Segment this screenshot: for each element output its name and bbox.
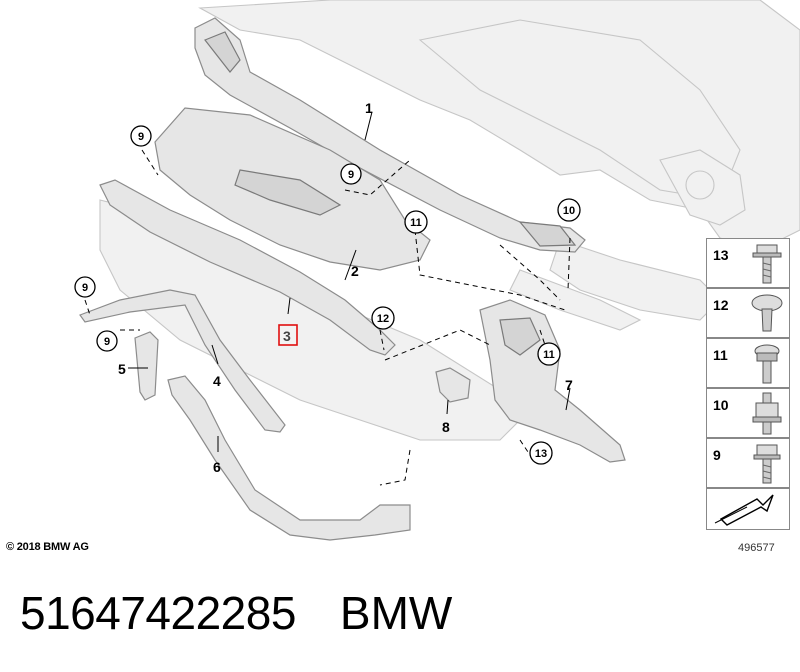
- drawing-number: 496577: [738, 542, 775, 554]
- fastener-legend-panel: 13 12 11 10 9: [706, 238, 792, 538]
- callout-part-3: 3: [283, 328, 291, 344]
- callout-part-6: 6: [213, 459, 221, 475]
- part-3-carrier-strip: [99, 179, 396, 356]
- hex-nut-stud-icon: [752, 392, 782, 435]
- part-6-lower-strut: [167, 375, 411, 541]
- part-8-small-bracket: [435, 367, 471, 403]
- highlight-box-part-3: [278, 324, 298, 346]
- svg-text:9: 9: [104, 336, 110, 348]
- svg-text:11: 11: [410, 217, 422, 229]
- svg-text:12: 12: [377, 313, 389, 325]
- hex-flange-bolt-icon: [752, 244, 782, 284]
- callout-circle-9-d: 9: [96, 330, 118, 352]
- callout-circle-13: 13: [529, 441, 553, 465]
- svg-text:13: 13: [535, 448, 547, 460]
- fastener-label: 10: [713, 397, 729, 413]
- fastener-label: 13: [713, 247, 729, 263]
- leader-lines: [128, 111, 571, 452]
- part-number: 51647422285: [20, 587, 296, 639]
- fastener-cell-10: 10: [706, 388, 790, 438]
- svg-text:9: 9: [138, 131, 144, 143]
- hex-bolt-icon: [753, 444, 781, 484]
- fastener-cell-12: 12: [706, 288, 790, 338]
- callout-part-1: 1: [365, 100, 373, 116]
- callout-part-7: 7: [565, 377, 573, 393]
- copyright-text: © 2018 BMW AG: [6, 541, 89, 553]
- callout-circle-10: 10: [557, 198, 581, 222]
- fastener-cell-9: 9: [706, 438, 790, 488]
- part-5-bracket: [134, 331, 159, 401]
- fastener-cell-11: 11: [706, 338, 790, 388]
- callout-circle-11-a: 11: [404, 210, 428, 234]
- callout-circle-11-b: 11: [537, 342, 561, 366]
- callout-part-5: 5: [118, 361, 126, 377]
- callout-circle-9-a: 9: [130, 125, 152, 147]
- svg-text:9: 9: [348, 169, 354, 181]
- callout-part-8: 8: [442, 419, 450, 435]
- fastener-label: 9: [713, 447, 721, 463]
- brand-name: BMW: [339, 587, 453, 639]
- callout-circle-12: 12: [371, 306, 395, 330]
- callout-part-4: 4: [213, 373, 221, 389]
- direction-arrow-cell: [706, 488, 790, 530]
- part-7-side-bracket: [479, 299, 626, 463]
- collar-screw-icon: [754, 344, 780, 384]
- svg-text:11: 11: [543, 349, 555, 361]
- vehicle-body-frame: [198, 0, 800, 331]
- footer-caption: 51647422285 BMW: [20, 586, 452, 640]
- part-1-upper-cross-member: [194, 17, 586, 253]
- direction-arrow-icon: [714, 494, 774, 526]
- callout-circle-9-c: 9: [74, 276, 96, 298]
- fastener-cell-13: 13: [706, 238, 790, 288]
- fastener-label: 11: [713, 347, 728, 363]
- expanding-rivet-icon: [751, 294, 783, 332]
- part-2-cover-panel: [154, 107, 431, 271]
- assembly-lines: [84, 149, 571, 486]
- callout-circle-9-b: 9: [340, 163, 362, 185]
- svg-text:10: 10: [563, 205, 575, 217]
- callout-part-2: 2: [351, 263, 359, 279]
- svg-text:9: 9: [82, 282, 88, 294]
- part-4-support-strut: [79, 289, 286, 433]
- fastener-label: 12: [713, 297, 729, 313]
